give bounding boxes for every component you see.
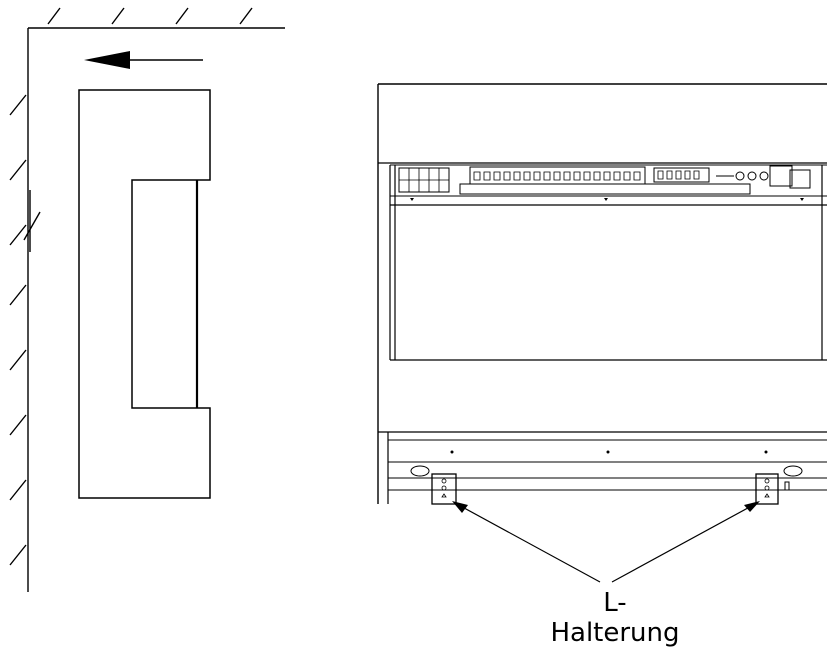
- push-direction-arrow: [84, 51, 203, 69]
- wall-hatch: [9, 28, 41, 592]
- bottom-rail: [387, 432, 827, 504]
- front-view: [377, 83, 827, 505]
- installation-diagram: [9, 7, 827, 592]
- ceiling-hatch: [28, 7, 285, 29]
- l-bracket-left: [431, 473, 457, 505]
- control-panel: [389, 164, 827, 360]
- unit-side-profile: [78, 89, 211, 499]
- l-bracket-right: [755, 473, 779, 505]
- bracket-label: L-Halterung: [550, 588, 680, 648]
- side-view: [9, 7, 285, 592]
- bracket-callout: [452, 501, 760, 583]
